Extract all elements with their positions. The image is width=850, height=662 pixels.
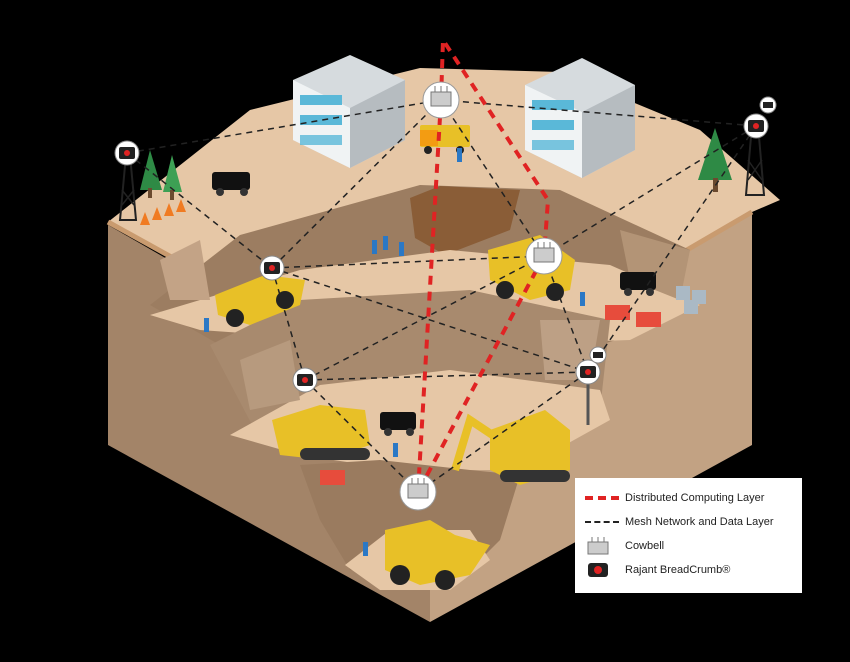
legend-label: Distributed Computing Layer: [625, 492, 765, 504]
office-building-left: [293, 55, 405, 168]
haul-truck-left: [215, 275, 305, 327]
breadcrumb-node: [575, 359, 601, 385]
mesh-network-lines: [126, 99, 757, 493]
pickup-truck-right: [620, 272, 656, 296]
cowbell-icon: [585, 536, 625, 556]
crates: [676, 286, 706, 314]
legend: Distributed Computing Layer Mesh Network…: [575, 478, 802, 593]
legend-item-breadcrumb: Rajant BreadCrumb®: [585, 558, 792, 582]
breadcrumb-icon: [585, 560, 625, 580]
trees-left: [140, 150, 182, 200]
cowbell-node: [422, 81, 460, 119]
breadcrumb-node: [292, 367, 318, 393]
legend-label: Mesh Network and Data Layer: [625, 516, 774, 528]
bulldozer: [272, 405, 370, 460]
traffic-cones: [140, 199, 186, 225]
rock-facet: [240, 340, 300, 410]
legend-item-mesh: Mesh Network and Data Layer: [585, 510, 792, 534]
legend-label: Rajant BreadCrumb®: [625, 564, 731, 576]
pit-cavity: [410, 186, 520, 255]
barriers: [320, 305, 661, 485]
red-dashed-line-icon: [585, 496, 625, 500]
legend-label: Cowbell: [625, 540, 665, 552]
breadcrumb-node: [743, 113, 769, 139]
workers: [204, 148, 585, 556]
camera-icon: [759, 96, 777, 114]
cowbell-node: [525, 237, 563, 275]
office-building-right: [525, 58, 635, 178]
cowbell-node: [399, 473, 437, 511]
breadcrumb-node: [259, 255, 285, 281]
distributed-computing-lines: [416, 33, 551, 493]
pickup-truck-top: [212, 172, 250, 196]
wheel-loader: [385, 520, 490, 590]
legend-item-distributed: Distributed Computing Layer: [585, 486, 792, 510]
camera-icon: [589, 346, 607, 364]
rock-facet: [160, 240, 210, 300]
excavator: [451, 410, 570, 485]
pickup-truck-middle: [380, 412, 416, 436]
legend-item-cowbell: Cowbell: [585, 534, 792, 558]
breadcrumb-node: [114, 140, 140, 166]
black-dashed-line-icon: [585, 521, 625, 523]
